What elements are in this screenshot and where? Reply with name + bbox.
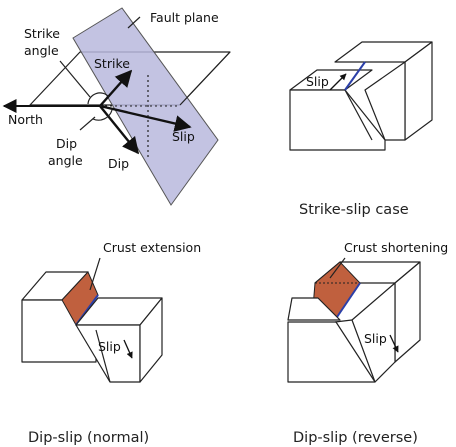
dip-angle-leader xyxy=(79,116,96,131)
caption: Dip-slip (reverse) xyxy=(293,430,418,446)
lower-block-front xyxy=(287,321,376,383)
fault-plane-label: Fault plane xyxy=(150,10,219,25)
strike-angle-label-2: angle xyxy=(24,43,59,58)
dip-angle-arc xyxy=(92,109,113,121)
fault-trace xyxy=(344,61,366,91)
slip-arrow xyxy=(329,73,347,91)
slip-label: Slip xyxy=(172,129,195,144)
upper-block-front xyxy=(351,282,396,383)
reverse-fault-panel: Crust shortening Slip Dip-slip (reverse) xyxy=(287,240,448,446)
caption: Dip-slip (normal) xyxy=(28,430,149,446)
fault-geometry-panel: Fault plane Strike angle Strike North Sl… xyxy=(2,7,231,206)
right-block-side xyxy=(139,297,163,383)
fault-edge xyxy=(344,89,373,141)
dip-arrow xyxy=(99,105,140,155)
fault-edge xyxy=(334,319,353,323)
slip-label: Slip xyxy=(306,74,329,89)
strike-angle-leader xyxy=(59,60,91,98)
fault-plane-leader xyxy=(127,16,141,29)
extension-leader xyxy=(89,257,101,291)
shortening-leader xyxy=(329,257,346,279)
strike-slip-panel: Slip Strike-slip case xyxy=(289,41,433,218)
block-front-face xyxy=(289,89,386,151)
lower-block-top xyxy=(287,297,341,321)
slip-arrow xyxy=(99,104,192,132)
block-back-side xyxy=(364,61,406,141)
dip-label: Dip xyxy=(108,156,129,171)
dip-angle-label-2: angle xyxy=(48,153,83,168)
slip-arrow xyxy=(123,339,133,359)
extension-label: Crust extension xyxy=(103,240,201,255)
fault-edge xyxy=(95,329,111,383)
dip-angle-label-1: Dip xyxy=(56,136,77,151)
strike-angle-label-1: Strike xyxy=(24,26,60,41)
north-label: North xyxy=(8,112,43,127)
strike-angle-arc xyxy=(87,92,110,105)
strike-arrow xyxy=(99,69,133,107)
caption: Strike-slip case xyxy=(299,202,409,218)
slip-label: Slip xyxy=(364,331,387,346)
strike-label: Strike xyxy=(94,56,130,71)
normal-fault-panel: Crust extension Slip Dip-slip (normal) xyxy=(21,240,201,446)
slip-arrow xyxy=(389,334,399,353)
shortening-label: Crust shortening xyxy=(344,240,448,255)
slip-label: Slip xyxy=(98,339,121,354)
block-front-top xyxy=(289,69,373,91)
horizontal-plane-edge xyxy=(179,51,231,106)
fault-trace xyxy=(334,282,361,321)
